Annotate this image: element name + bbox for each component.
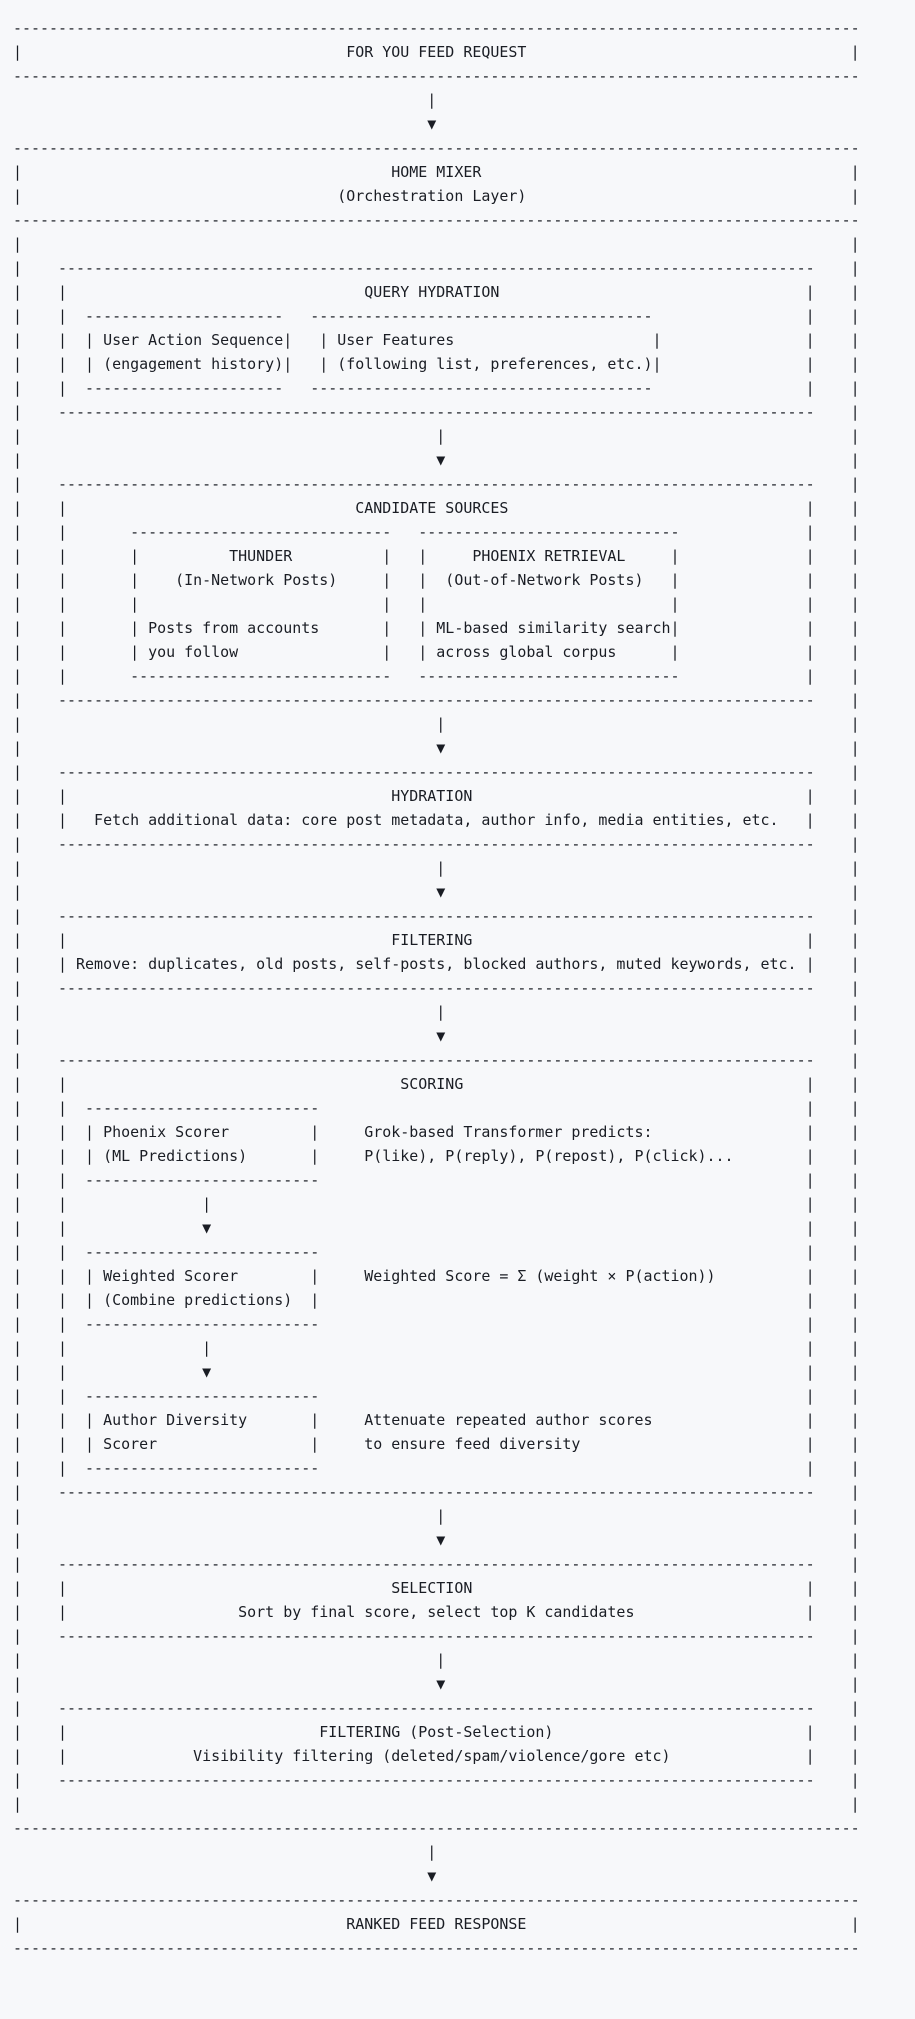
pipeline-diagram-art: ----------------------------------------… xyxy=(13,19,860,1957)
